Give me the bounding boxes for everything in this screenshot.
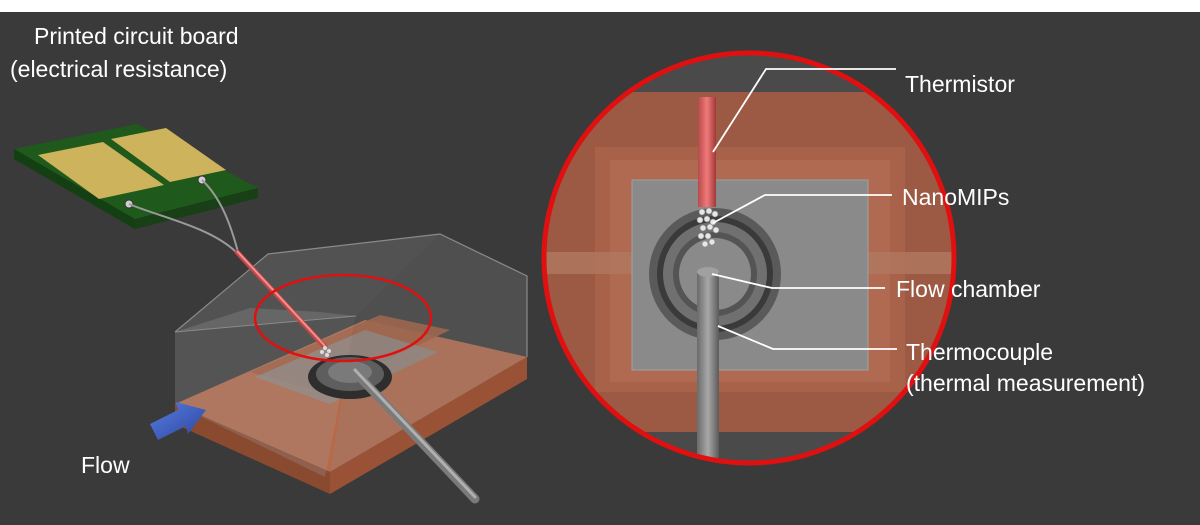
label-nanomips: NanoMIPs <box>902 184 1010 210</box>
leader-flow-chamber <box>711 273 885 289</box>
pcb-wires <box>128 179 239 253</box>
label-flow-chamber: Flow chamber <box>896 276 1041 302</box>
pcb-pad-right <box>111 128 226 182</box>
label-pcb-line1: Printed circuit board <box>34 23 239 49</box>
nanomips-particles-icon <box>696 207 720 248</box>
thermistor-rod-small <box>234 249 331 357</box>
transparent-enclosure <box>174 233 528 477</box>
diagram-panel: Printed circuit board (electrical resist… <box>0 12 1200 525</box>
label-thermistor: Thermistor <box>905 71 1015 97</box>
label-flow: Flow <box>81 452 130 478</box>
leader-thermistor <box>712 68 896 153</box>
leader-lines <box>711 68 897 350</box>
highlight-ellipse <box>253 273 433 363</box>
zoom-circle-border <box>541 50 957 466</box>
printed-circuit-board <box>14 124 258 229</box>
label-pcb-line2: (electrical resistance) <box>10 56 228 82</box>
label-thermocouple-line1: Thermocouple <box>906 339 1054 365</box>
pcb-pad-left <box>38 142 164 199</box>
leader-thermocouple <box>717 325 897 350</box>
diagram-illustration <box>14 50 957 504</box>
label-thermocouple-line2: (thermal measurement) <box>906 370 1146 396</box>
thermocouple-rod-small <box>350 367 480 504</box>
flow-arrow-icon <box>150 402 206 440</box>
leader-nanomips <box>712 194 892 224</box>
